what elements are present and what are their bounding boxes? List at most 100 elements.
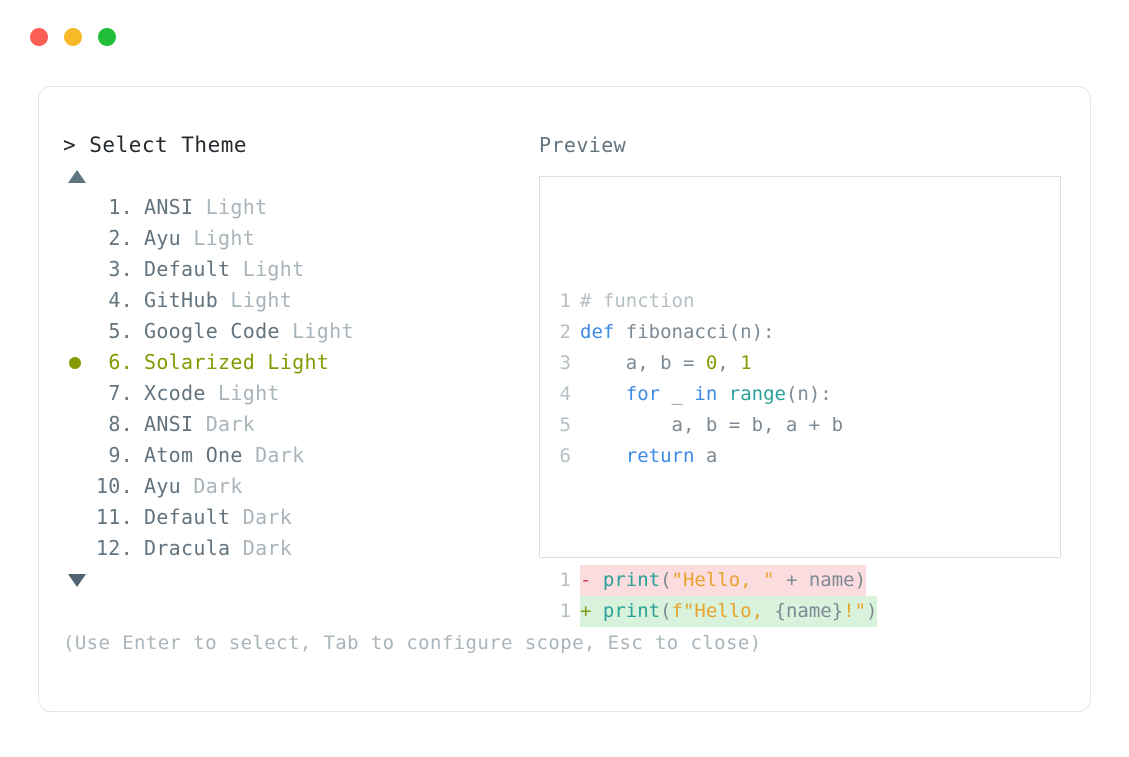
theme-item-index: 1. bbox=[108, 195, 133, 219]
code-token: # function bbox=[580, 290, 695, 312]
code-token: def bbox=[580, 321, 626, 343]
triangle-down-icon[interactable] bbox=[68, 574, 86, 587]
theme-item-variant: Light bbox=[267, 350, 330, 374]
code-token: print bbox=[602, 569, 661, 591]
theme-item-variant: Dark bbox=[255, 443, 305, 467]
selected-bullet-icon bbox=[69, 356, 81, 369]
theme-list-item[interactable]: 8. ANSI Dark bbox=[63, 409, 533, 440]
code-token: 1 bbox=[740, 352, 752, 374]
line-number: 5 bbox=[559, 414, 571, 436]
diff-minus-marker: - bbox=[580, 569, 603, 591]
triangle-up-icon[interactable] bbox=[68, 170, 86, 183]
line-number: 6 bbox=[559, 445, 571, 467]
code-token: "Hello, " bbox=[671, 569, 775, 591]
selection-bullet-slot bbox=[63, 347, 89, 378]
selection-bullet-slot bbox=[63, 192, 89, 223]
line-number: 2 bbox=[559, 321, 571, 343]
code-line: 1 # function bbox=[557, 286, 1060, 317]
code-token: in bbox=[694, 383, 718, 405]
theme-item-index: 5. bbox=[108, 319, 133, 343]
code-token bbox=[717, 383, 728, 405]
theme-list-item[interactable]: 6. Solarized Light bbox=[63, 347, 533, 378]
diff-line-content: - print("Hello, " + name) bbox=[580, 565, 867, 596]
diff-lines: 1- print("Hello, " + name) 1 + print(f"Hel… bbox=[557, 565, 1060, 627]
selection-bullet-slot bbox=[63, 254, 89, 285]
code-token: !" bbox=[843, 600, 867, 622]
code-token: range bbox=[728, 383, 786, 405]
code-token: print bbox=[602, 600, 661, 622]
theme-list-item[interactable]: 12. Dracula Dark bbox=[63, 533, 533, 564]
code-token: , bbox=[717, 352, 741, 374]
line-number: 1 bbox=[559, 290, 571, 312]
theme-item-variant: Dark bbox=[242, 536, 293, 560]
code-token bbox=[580, 383, 626, 405]
maximize-button[interactable] bbox=[98, 28, 116, 46]
code-token: a bbox=[694, 445, 718, 467]
theme-item-index: 10. bbox=[95, 474, 133, 498]
theme-item-name: ANSI bbox=[144, 195, 206, 219]
selection-bullet-slot bbox=[63, 533, 89, 564]
theme-item-name: Google Code bbox=[144, 319, 293, 343]
line-number: 1 bbox=[559, 600, 571, 622]
theme-list-item[interactable]: 2.Ayu Light bbox=[63, 223, 533, 254]
code-line: 5 a, b = b, a + b bbox=[557, 410, 1060, 441]
theme-item-variant: Light bbox=[193, 226, 256, 250]
theme-item-name: Ayu bbox=[144, 474, 194, 498]
theme-list-item[interactable]: 9.Atom One Dark bbox=[63, 440, 533, 471]
line-number: 4 bbox=[559, 383, 571, 405]
theme-list-item[interactable]: 4.GitHub Light bbox=[63, 285, 533, 316]
theme-item-index: 11. bbox=[95, 505, 133, 529]
diff-added-line: 1 + print(f"Hello, {name}!") bbox=[557, 596, 1060, 627]
page-title: > Select Theme bbox=[63, 133, 248, 157]
theme-item-variant: Light bbox=[205, 195, 268, 219]
code-line: 2 def fibonacci(n): bbox=[557, 317, 1060, 348]
theme-list-item[interactable]: 3.Default Light bbox=[63, 254, 533, 285]
code-token: a, b = b, a + b bbox=[580, 414, 844, 436]
window-controls bbox=[30, 28, 116, 46]
code-token: a, b = bbox=[580, 352, 706, 374]
theme-item-name: Dracula bbox=[144, 536, 243, 560]
code-token: fibonacci(n): bbox=[625, 321, 775, 343]
code-sample: 1 # function 2 def fibonacci(n): 3 a, b = 0,… bbox=[540, 177, 1060, 689]
minimize-button[interactable] bbox=[64, 28, 82, 46]
preview-label: Preview bbox=[539, 133, 627, 157]
code-line: 3 a, b = 0, 1 bbox=[557, 348, 1060, 379]
theme-item-name: Default bbox=[144, 505, 243, 529]
theme-item-variant: Dark bbox=[193, 474, 243, 498]
code-token bbox=[580, 445, 626, 467]
theme-list-item[interactable]: 7.Xcode Light bbox=[63, 378, 533, 409]
theme-item-index: 2. bbox=[108, 226, 133, 250]
theme-list-item[interactable]: 11.Default Dark bbox=[63, 502, 533, 533]
theme-list-item[interactable]: 5.Google Code Light bbox=[63, 316, 533, 347]
theme-item-name: Atom One bbox=[144, 443, 256, 467]
selection-bullet-slot bbox=[63, 440, 89, 471]
theme-item-name: Solarized bbox=[144, 350, 268, 374]
theme-item-index: 8. bbox=[108, 412, 133, 436]
diff-line-content: + print(f"Hello, {name}!") bbox=[580, 596, 878, 627]
keyboard-help-text: (Use Enter to select, Tab to configure s… bbox=[63, 632, 762, 654]
theme-item-variant: Light bbox=[242, 257, 305, 281]
theme-item-name: ANSI bbox=[144, 412, 206, 436]
selection-bullet-slot bbox=[63, 502, 89, 533]
theme-item-index: 3. bbox=[108, 257, 133, 281]
code-token: for bbox=[625, 383, 661, 405]
code-token: + name) bbox=[774, 569, 867, 591]
line-number: 3 bbox=[559, 352, 571, 374]
code-token: ) bbox=[866, 600, 878, 622]
theme-list-item[interactable]: 10. Ayu Dark bbox=[63, 471, 533, 502]
code-token: ( bbox=[660, 569, 672, 591]
theme-item-index: 7. bbox=[108, 381, 133, 405]
close-button[interactable] bbox=[30, 28, 48, 46]
theme-list-item[interactable]: 1. ANSI Light bbox=[63, 192, 533, 223]
theme-item-variant: Dark bbox=[205, 412, 256, 436]
code-lines: 1 # function 2 def fibonacci(n): 3 a, b = 0,… bbox=[557, 286, 1060, 472]
code-token: 0 bbox=[705, 352, 718, 374]
code-token: ( bbox=[660, 600, 672, 622]
theme-item-name: Xcode bbox=[144, 381, 219, 405]
theme-item-index: 6. bbox=[108, 350, 133, 374]
selection-bullet-slot bbox=[63, 223, 89, 254]
theme-item-index: 12. bbox=[95, 536, 133, 560]
diff-removed-line: 1- print("Hello, " + name) bbox=[557, 565, 1060, 596]
